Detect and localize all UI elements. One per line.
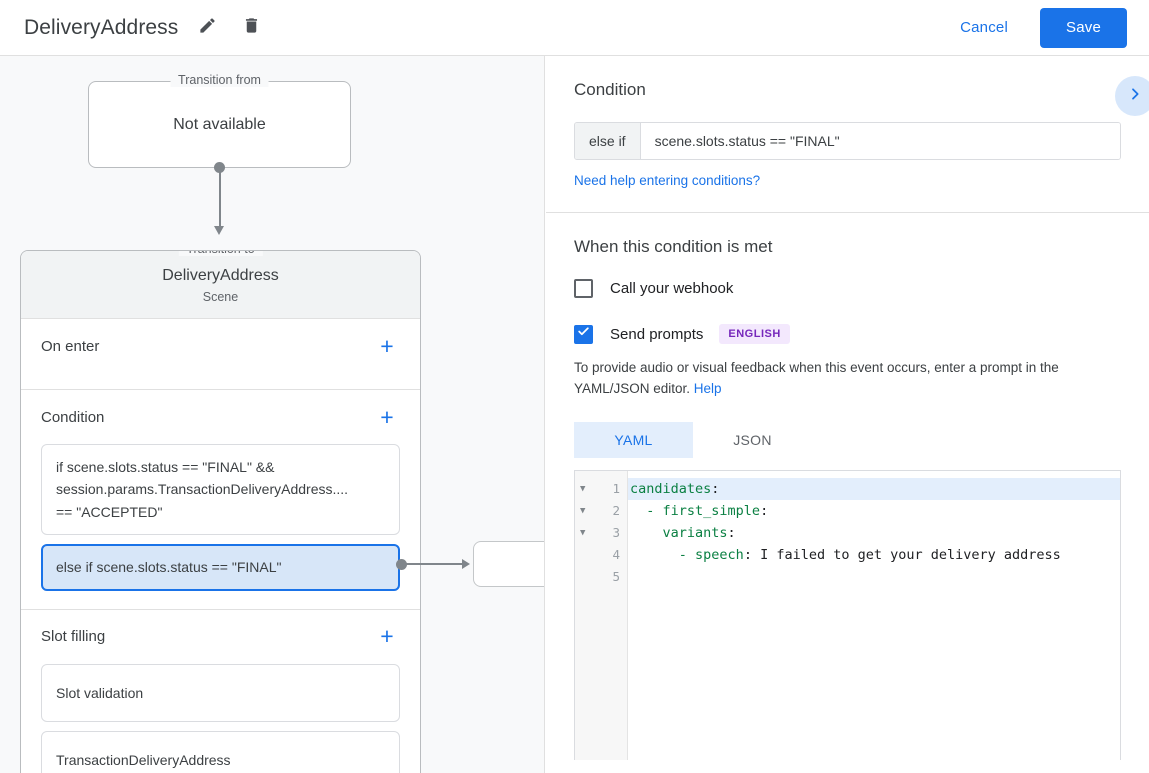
connector-dot-condition (396, 559, 407, 570)
editor-code-line[interactable]: - first_simple: (646, 502, 769, 519)
editor-line-number: 4 (575, 544, 627, 566)
editor-code-line[interactable]: variants: (662, 524, 736, 541)
yaml-key: - first_simple (646, 502, 761, 519)
connector-arrowhead-down (214, 226, 224, 235)
call-webhook-label: Call your webhook (610, 280, 734, 297)
checkmark-icon (577, 325, 590, 343)
section-title-on-enter: On enter (41, 337, 100, 355)
slot-chip-label: Slot validation (56, 684, 144, 701)
editor-line-number: ▼3 (575, 522, 627, 544)
fold-toggle-icon[interactable]: ▼ (580, 527, 586, 538)
prompts-description-text: To provide audio or visual feedback when… (574, 360, 1059, 396)
tab-yaml[interactable]: YAML (574, 421, 693, 458)
trash-icon (242, 16, 261, 40)
yaml-value: I failed to get your delivery address (751, 546, 1061, 563)
line-number-label: 5 (612, 569, 620, 585)
section-title-condition: Condition (41, 408, 105, 426)
transition-to-card: Transition to DeliveryAddress Scene On e… (20, 250, 421, 773)
send-prompts-checkbox[interactable] (574, 324, 593, 344)
line-number-label: 3 (612, 525, 620, 541)
editor-code-line[interactable]: - speech: I failed to get your delivery … (678, 546, 1061, 563)
yaml-key: variants (662, 524, 728, 541)
editor-line-number: ▼2 (575, 500, 627, 522)
condition-help-link[interactable]: Need help entering conditions? (574, 173, 761, 188)
cancel-button[interactable]: Cancel (946, 10, 1022, 45)
yaml-key: candidates (630, 480, 712, 497)
fold-toggle-icon[interactable]: ▼ (580, 505, 586, 516)
when-met-heading: When this condition is met (574, 237, 773, 256)
webhook-row[interactable]: Call your webhook (574, 279, 1121, 298)
condition-line: if scene.slots.status == "FINAL" && (56, 459, 275, 475)
slot-chip-label: TransactionDeliveryAddress (56, 751, 231, 768)
condition-chip-if[interactable]: if scene.slots.status == "FINAL" && sess… (41, 444, 400, 536)
edit-icon-button[interactable] (192, 13, 222, 43)
add-condition-button[interactable]: + (380, 403, 394, 430)
section-condition: Condition + if scene.slots.status == "FI… (21, 390, 420, 610)
transaction-delivery-address-chip[interactable]: TransactionDeliveryAddress (41, 730, 400, 773)
section-header: Slot filling + (41, 610, 400, 664)
section-title-slot-filling: Slot filling (41, 628, 106, 646)
condition-line: session.params.TransactionDeliveryAddres… (56, 481, 349, 498)
transition-from-card[interactable]: Transition from Not available (88, 73, 351, 168)
condition-operator-prefix: else if (575, 123, 641, 159)
connector-line-vertical (219, 168, 221, 228)
prompts-help-link[interactable]: Help (693, 380, 722, 396)
target-node-stub[interactable] (473, 541, 544, 587)
scene-type: Scene (202, 290, 239, 304)
condition-block: Condition else if Need help entering con… (546, 56, 1149, 213)
save-button[interactable]: Save (1040, 7, 1127, 48)
send-prompts-label: Send prompts (610, 325, 704, 343)
connector-arrowhead-right (462, 559, 470, 569)
connector-dot-top (214, 162, 225, 173)
expand-panel-button[interactable] (1115, 76, 1149, 116)
send-prompts-row[interactable]: Send prompts ENGLISH (574, 324, 1121, 344)
condition-chip-else-if[interactable]: else if scene.slots.status == "FINAL" (41, 544, 400, 591)
transition-from-legend: Transition from (170, 73, 269, 87)
condition-heading: Condition (574, 80, 646, 99)
slot-validation-chip[interactable]: Slot validation (41, 663, 400, 722)
editor-code-line[interactable] (628, 566, 1120, 588)
section-slot-filling: Slot filling + Slot validation Transacti… (21, 610, 420, 773)
call-webhook-checkbox[interactable] (574, 279, 593, 298)
tab-json[interactable]: JSON (733, 431, 772, 448)
condition-input-row: else if (574, 122, 1121, 160)
section-header: Condition + (41, 390, 400, 444)
line-number-label: 1 (612, 481, 620, 497)
language-badge: ENGLISH (719, 324, 790, 344)
delete-icon-button[interactable] (236, 13, 266, 43)
yaml-key: - speech (678, 546, 744, 563)
condition-detail-pane: Condition else if Need help entering con… (546, 56, 1149, 773)
chevron-right-icon (1127, 86, 1143, 107)
pencil-icon (198, 16, 217, 40)
connector-line-horizontal (402, 563, 464, 565)
editor-code-area[interactable]: candidates: - first_simple: variants: - … (628, 471, 1120, 760)
transition-to-legend: Transition to (178, 251, 263, 256)
editor-format-tabs: YAML JSON (574, 421, 1121, 458)
line-number-label: 4 (612, 547, 620, 563)
fold-toggle-icon[interactable]: ▼ (580, 483, 586, 494)
add-on-enter-button[interactable]: + (380, 332, 394, 359)
scene-header: DeliveryAddress Scene (21, 251, 420, 319)
condition-line: else if scene.slots.status == "FINAL" (56, 559, 282, 576)
when-condition-met-block: When this condition is met Call your web… (546, 213, 1149, 760)
condition-line: == "ACCEPTED" (56, 503, 163, 520)
page-title: DeliveryAddress (24, 15, 179, 39)
line-number-label: 2 (612, 503, 620, 519)
top-app-bar: DeliveryAddress Cancel Save (0, 0, 1149, 56)
editor-code-line[interactable]: candidates: (628, 477, 1120, 500)
prompts-description: To provide audio or visual feedback when… (574, 358, 1121, 400)
scene-graph-pane: Transition from Not available Transition… (0, 56, 545, 773)
add-slot-filling-button[interactable]: + (380, 623, 394, 650)
editor-line-number: 5 (575, 566, 627, 588)
section-on-enter: On enter + (21, 319, 420, 390)
editor-line-number: ▼1 (575, 478, 627, 500)
section-header: On enter + (41, 319, 400, 373)
scene-name: DeliveryAddress (162, 267, 279, 284)
condition-expression-input[interactable] (640, 123, 1120, 159)
transition-from-value: Not available (173, 115, 266, 133)
